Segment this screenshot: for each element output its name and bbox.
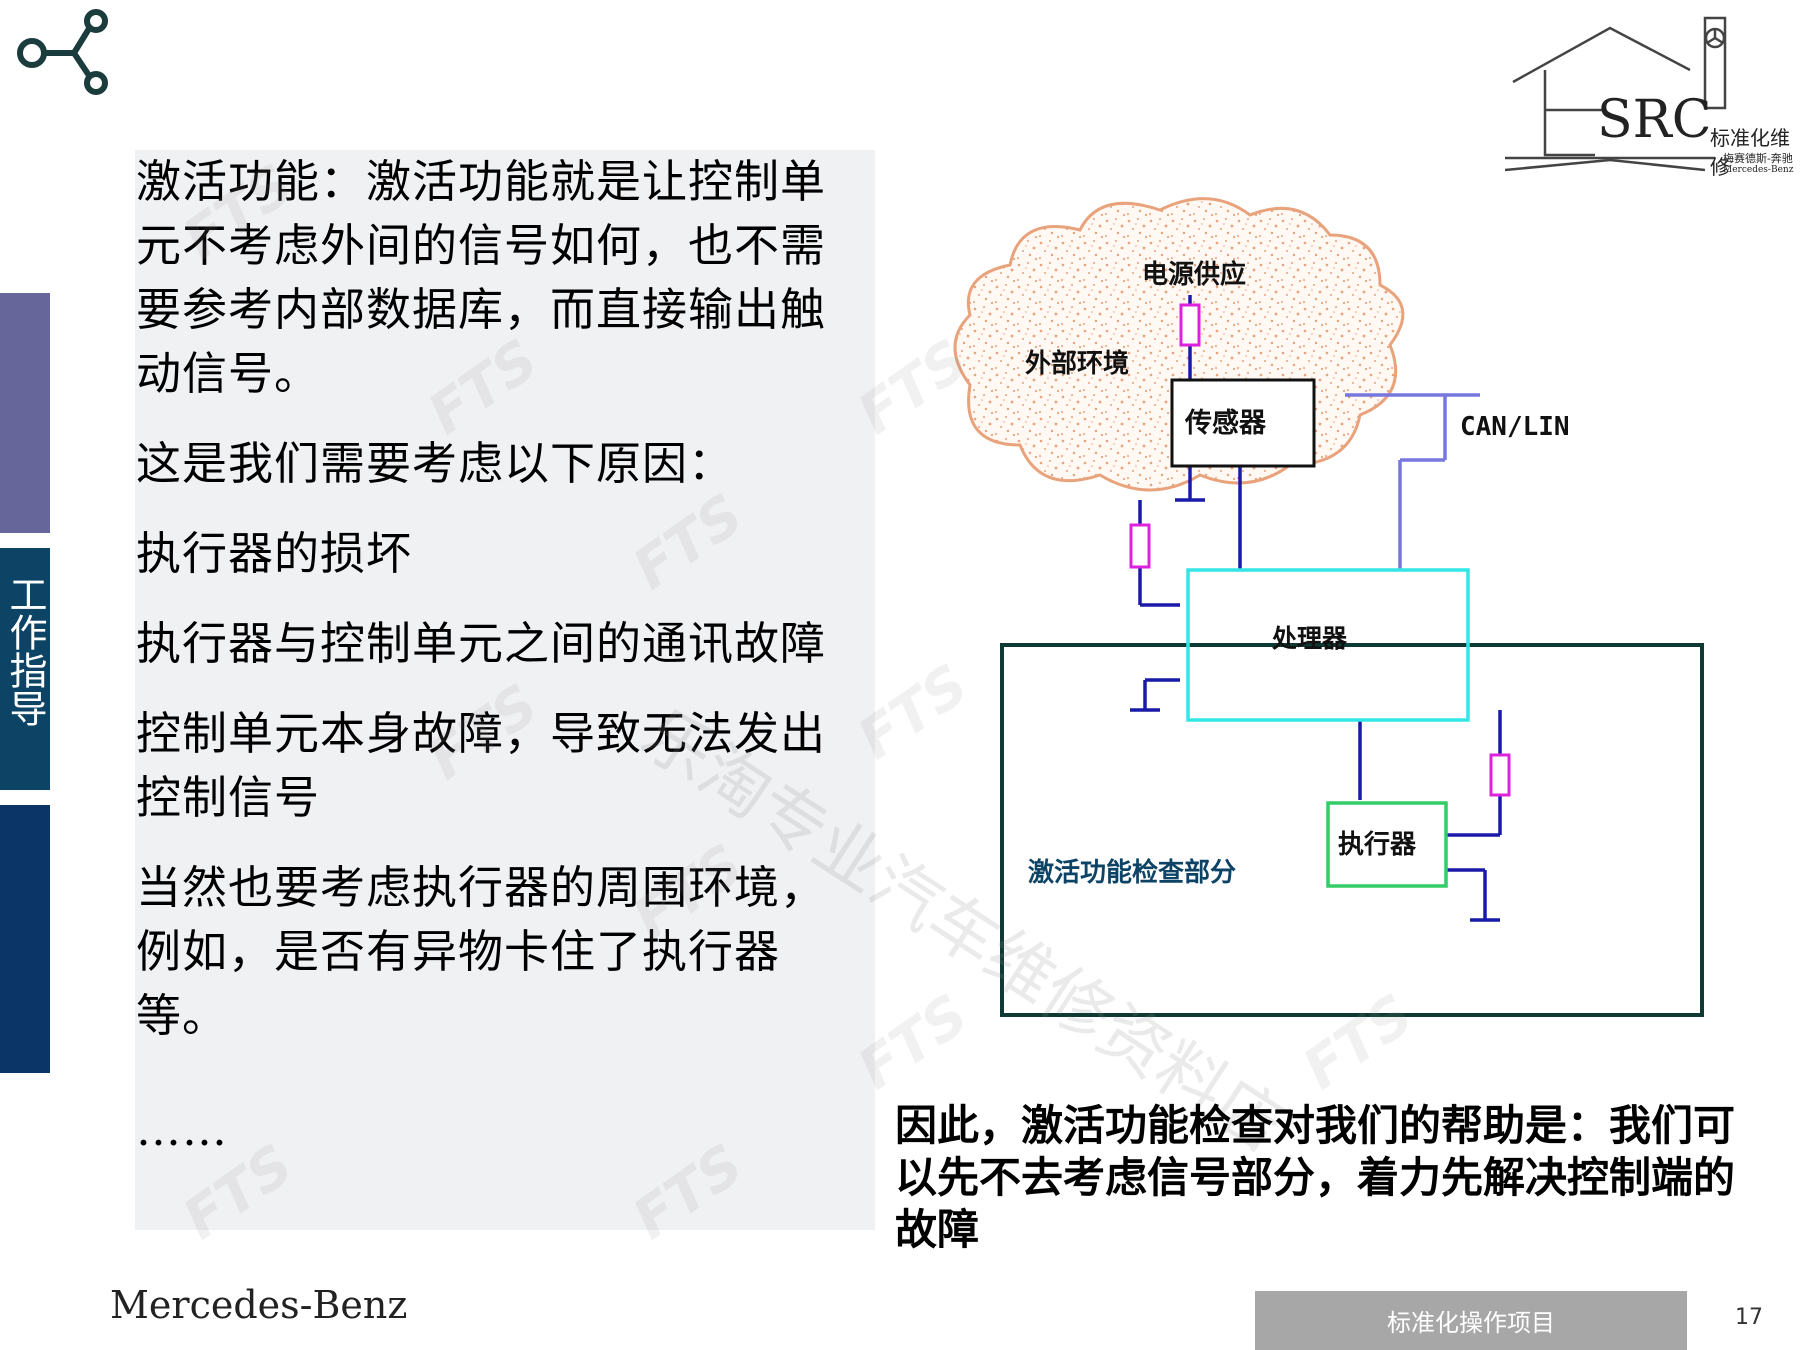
logo-cn-text: 标准化维修 — [1710, 126, 1790, 179]
label-sensor: 传感器 — [1184, 407, 1267, 439]
resistor-power — [1179, 303, 1201, 347]
conclusion-text: 因此，激活功能检查对我们的帮助是：我们可以先不去考虑信号部分，着力先解决控制端的… — [895, 1101, 1736, 1254]
body-text: 激活功能：激活功能就是让控制单元不考虑外间的信号如何，也不需要参考内部数据库，而… — [136, 150, 856, 1188]
paragraph-reason-3: 控制单元本身故障，导致无法发出控制信号 — [136, 707, 827, 824]
paragraph-reason-1: 执行器的损坏 — [136, 527, 413, 580]
sidebar-bar-top — [0, 293, 50, 533]
sensor-box — [1170, 378, 1316, 468]
processor-box — [1186, 568, 1470, 722]
src-logo: SRC 标准化维修 梅赛德斯-奔驰 Mercedes-Benz — [1504, 10, 1800, 180]
label-bus: CAN/LIN — [1460, 412, 1570, 442]
label-processor: 处理器 — [1271, 624, 1348, 653]
paragraph-ellipsis: …… — [136, 1103, 228, 1156]
actuator-box — [1326, 801, 1448, 888]
paragraph-environment: 当然也要考虑执行器的周围环境，例如，是否有异物卡住了执行器等。 — [136, 861, 827, 1042]
label-actuator: 执行器 — [1338, 829, 1417, 860]
logo-sub-en: Mercedes-Benz — [1723, 165, 1794, 175]
logo-sub-cn: 梅赛德斯-奔驰 — [1723, 152, 1793, 165]
sidebar-label: 工作指导 — [3, 575, 47, 727]
share-network-icon — [17, 9, 108, 95]
text-panel — [135, 150, 875, 1230]
resistor-actuator — [1489, 753, 1511, 797]
label-external-env: 外部环境 — [1025, 348, 1129, 379]
label-check-section: 激活功能检查部分 — [1028, 857, 1236, 888]
logo-src-text: SRC — [1597, 90, 1712, 150]
paragraph-reasons-intro: 这是我们需要考虑以下原因： — [136, 437, 735, 490]
footer-project-bar: 标准化操作项目 — [1255, 1291, 1687, 1350]
activation-diagram: 电源供应 外部环境 传感器 处理器 执行器 CAN/LIN 激活功能检查部分 — [953, 197, 1704, 1017]
check-section-box — [1000, 643, 1704, 1017]
paragraph-definition: 激活功能：激活功能就是让控制单元不考虑外间的信号如何，也不需要参考内部数据库，而… — [136, 155, 827, 400]
house-logo-icon — [1504, 16, 1727, 172]
resistor-processor — [1129, 523, 1151, 569]
sidebar-bar-bottom — [0, 805, 50, 1073]
page-number: 17 — [1735, 1305, 1763, 1330]
label-power-supply: 电源供应 — [1142, 259, 1246, 290]
mercedes-benz-wordmark: Mercedes-Benz — [110, 1283, 408, 1327]
paragraph-reason-2: 执行器与控制单元之间的通讯故障 — [136, 617, 827, 670]
sidebar-bar-middle — [0, 548, 50, 790]
